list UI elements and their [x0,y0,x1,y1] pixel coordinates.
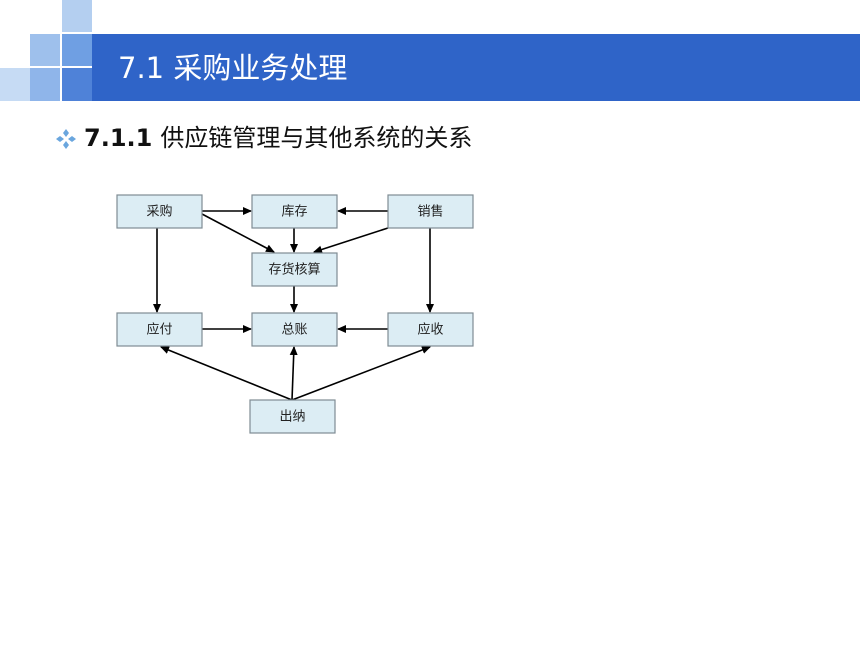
node-box [387,312,474,347]
node-label: 应收 [417,322,443,338]
node-zongzhang: 总账 [251,312,338,347]
node-yingfu: 应付 [116,312,203,347]
node-label: 总账 [281,323,307,338]
decor-square [62,68,92,101]
node-label: 存货核算 [268,262,320,278]
node-box [387,194,474,229]
node-label: 出纳 [279,410,305,425]
node-cunhuo: 存货核算 [251,252,338,287]
title-bar [92,34,860,101]
diamond-bullet-icon [56,129,76,149]
section-title: 供应链管理与其他系统的关系 [160,124,473,152]
decor-square [30,34,60,66]
node-label: 销售 [417,204,443,220]
slide-title: 7.1 采购业务处理 [118,51,348,85]
node-box [251,312,338,347]
decor-square [62,0,92,32]
node-label: 采购 [146,204,172,220]
node-kucun: 库存 [251,194,338,229]
node-label: 应付 [146,322,172,338]
node-chuna: 出纳 [249,399,336,434]
arrow-caigou-to-cunhuo [201,213,275,253]
arrow-xiaoshou-to-cunhuo [313,227,389,254]
node-yingshou: 应收 [387,312,474,347]
node-box [116,194,203,229]
diagram-edges [153,207,434,401]
node-box [251,252,338,287]
decor-square [0,0,32,32]
node-label: 库存 [281,204,307,220]
decor-square [62,34,92,66]
node-box [249,399,336,434]
node-box [116,312,203,347]
node-xiaoshou: 销售 [387,194,474,229]
section-number: 7.1.1 [84,124,153,152]
arrow-chuna-to-yingfu [160,346,293,401]
decor-square [0,68,30,101]
decor-square [30,68,60,101]
arrow-chuna-to-yingshou [291,346,431,401]
arrow-chuna-to-zongzhang [289,346,298,401]
node-caigou: 采购 [116,194,203,229]
node-box [251,194,338,229]
